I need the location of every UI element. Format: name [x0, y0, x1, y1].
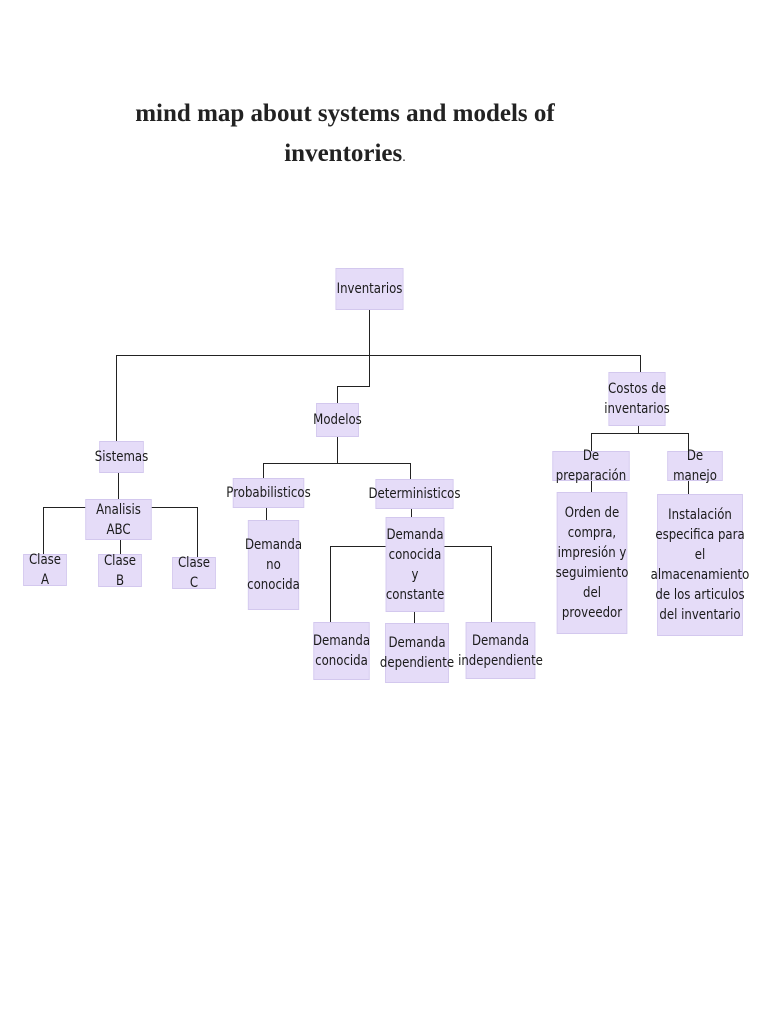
- node-clase-a: Clase A: [23, 552, 67, 588]
- connector: [263, 463, 411, 464]
- node-analisis-abc: Analisis ABC: [85, 499, 152, 540]
- connector: [414, 612, 415, 623]
- connector: [411, 509, 412, 517]
- connector: [591, 481, 592, 492]
- connector: [197, 507, 198, 557]
- connector: [116, 355, 117, 441]
- node-deterministicos: Deterministicos: [368, 479, 461, 509]
- connector: [688, 481, 689, 494]
- node-de-manejo: De manejo: [667, 448, 723, 484]
- connector: [491, 546, 492, 622]
- node-instalacion-especifica: Instalación especifica para el almacenam…: [651, 494, 749, 636]
- connector: [369, 309, 370, 387]
- node-demanda-conocida-y-constante: Demanda conocida y constante: [385, 517, 445, 612]
- connector: [337, 437, 338, 464]
- connector: [263, 463, 264, 478]
- connector: [116, 355, 641, 356]
- connector: [266, 508, 267, 520]
- connector: [591, 433, 592, 451]
- node-demanda-independiente: Demanda independiente: [458, 622, 543, 679]
- connector: [120, 540, 121, 554]
- connector: [337, 386, 338, 404]
- title-line-2: inventories.: [80, 134, 610, 178]
- node-sistemas: Sistemas: [95, 441, 148, 473]
- node-demanda-conocida: Demanda conocida: [313, 622, 370, 680]
- node-orden-de-compra: Orden de compra, impresión y seguimiento…: [556, 492, 628, 634]
- node-costos-de-inventarios: Costos de inventarios: [604, 372, 670, 426]
- node-inventarios: Inventarios: [335, 268, 404, 310]
- title-line-2-text: inventories: [284, 140, 403, 167]
- page-title: mind map about systems and models of inv…: [80, 94, 610, 178]
- node-de-preparacion: De preparación: [552, 448, 630, 484]
- connector: [640, 355, 641, 372]
- connector: [410, 463, 411, 479]
- title-line-1: mind map about systems and models of: [135, 100, 555, 127]
- node-demanda-dependiente: Demanda dependiente: [380, 623, 454, 683]
- node-demanda-no-conocida: Demanda no conocida: [245, 520, 302, 610]
- connector: [638, 426, 639, 434]
- connector: [43, 507, 44, 554]
- connector: [330, 546, 331, 622]
- node-probabilisticos: Probabilisticos: [226, 478, 311, 508]
- node-clase-b: Clase B: [98, 553, 142, 589]
- node-clase-c: Clase C: [172, 555, 216, 591]
- connector: [688, 433, 689, 451]
- connector: [118, 473, 119, 499]
- title-dot: .: [402, 150, 406, 165]
- connector: [591, 433, 689, 434]
- node-modelos: Modelos: [313, 403, 362, 437]
- connector: [337, 386, 370, 387]
